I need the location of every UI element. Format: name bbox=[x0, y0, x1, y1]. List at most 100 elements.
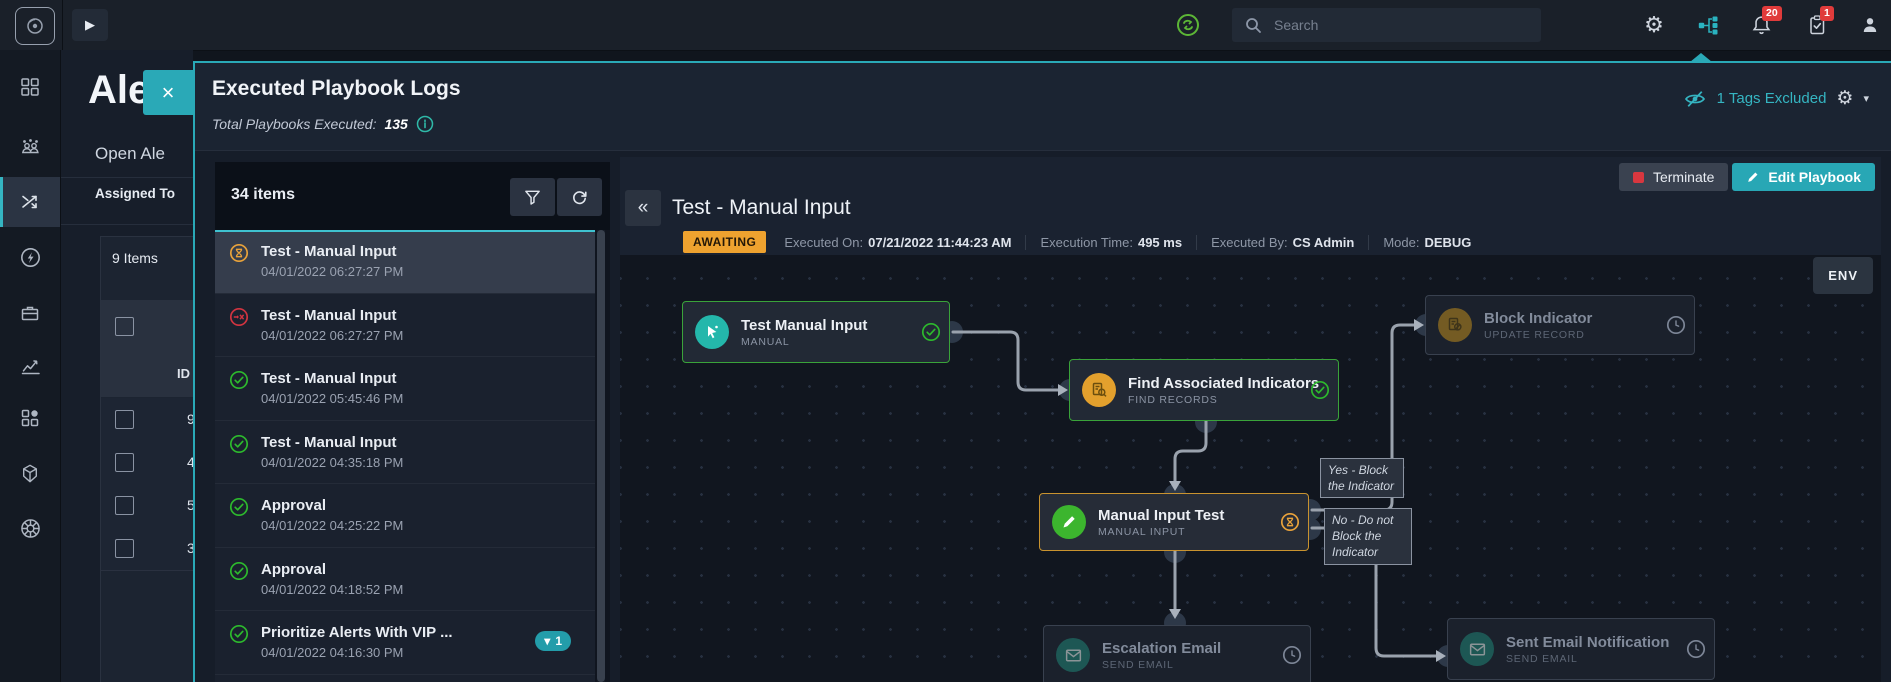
filter-button[interactable] bbox=[510, 178, 555, 216]
edit-playbook-button[interactable]: Edit Playbook bbox=[1732, 163, 1875, 191]
detail-executedon: Executed On:07/21/2022 11:44:23 AM bbox=[770, 235, 1025, 250]
terminate-button[interactable]: Terminate bbox=[1619, 163, 1728, 191]
node-type: MANUAL INPUT bbox=[1098, 526, 1224, 538]
node-title: Find Associated Indicators bbox=[1128, 374, 1319, 394]
users-icon bbox=[19, 136, 42, 158]
sidebar-item-teams[interactable] bbox=[0, 122, 60, 172]
total-playbooks-value: 135 bbox=[384, 116, 407, 132]
sidebar-item-settings-wheel[interactable] bbox=[0, 503, 60, 553]
close-icon: × bbox=[162, 80, 175, 106]
node-type: UPDATE RECORD bbox=[1484, 329, 1592, 341]
run-title: Test - Manual Input bbox=[261, 305, 403, 326]
flow-node-test-manual-input[interactable]: Test Manual InputMANUAL bbox=[682, 301, 950, 363]
sidebar-item-incident-response[interactable] bbox=[0, 177, 60, 227]
runs-scrollbar[interactable] bbox=[597, 230, 605, 682]
status-badge: AWAITING bbox=[683, 231, 766, 253]
flow-node-manual-input-test[interactable]: Manual Input TestMANUAL INPUT bbox=[1039, 493, 1309, 551]
playbook-flow-canvas[interactable]: Test Manual InputMANUAL Find Associated I… bbox=[620, 255, 1881, 682]
user-menu-button[interactable] bbox=[1850, 0, 1890, 50]
edit-playbook-label: Edit Playbook bbox=[1768, 169, 1861, 185]
chevron-down-icon: ▾ bbox=[544, 634, 550, 648]
run-title: Test - Manual Input bbox=[261, 432, 403, 453]
collapse-panel-button[interactable]: « bbox=[625, 190, 661, 226]
table-header bbox=[101, 300, 193, 397]
sidebar-item-widgets[interactable] bbox=[0, 393, 60, 443]
sync-status-icon[interactable] bbox=[1167, 0, 1209, 50]
env-button[interactable]: ENV bbox=[1813, 257, 1873, 294]
node-status-pending-icon bbox=[1686, 639, 1706, 659]
run-title: Test - Manual Input bbox=[261, 241, 403, 262]
flow-node-sent-email-notification[interactable]: Sent Email NotificationSEND EMAIL bbox=[1447, 618, 1715, 680]
runs-panel-header: 34 items bbox=[215, 162, 610, 230]
run-item[interactable]: Test - Manual Input04/01/2022 06:27:27 P… bbox=[215, 230, 595, 294]
run-item[interactable]: Test - Manual Input04/01/2022 05:45:46 P… bbox=[215, 357, 595, 421]
eye-off-icon[interactable] bbox=[1683, 90, 1707, 108]
executed-playbook-logs-modal: × Executed Playbook Logs Total Playbooks… bbox=[193, 61, 1891, 682]
mail-icon bbox=[1056, 638, 1090, 672]
node-type: MANUAL bbox=[741, 336, 867, 348]
total-playbooks-label: Total Playbooks Executed: bbox=[212, 116, 376, 132]
status-terminated-icon bbox=[229, 305, 249, 357]
chevron-down-icon[interactable]: ▾ bbox=[1863, 92, 1869, 105]
collapse-icon: « bbox=[638, 197, 649, 219]
status-success-icon bbox=[229, 432, 249, 484]
row-checkbox[interactable] bbox=[115, 410, 134, 429]
run-date: 04/01/2022 06:27:27 PM bbox=[261, 262, 403, 282]
run-item[interactable]: Approval04/01/2022 04:25:22 PM bbox=[215, 484, 595, 548]
run-title: Approval bbox=[261, 559, 403, 580]
alerts-page-background: Ale Open Ale Assigned To 9 Items ID 9453 bbox=[61, 50, 193, 682]
sidebar-item-dashboard[interactable] bbox=[0, 62, 60, 112]
run-title: Approval bbox=[261, 495, 403, 516]
flow-node-find-associated-indicators[interactable]: Find Associated IndicatorsFIND RECORDS bbox=[1069, 359, 1339, 421]
manual-icon bbox=[695, 315, 729, 349]
row-checkbox[interactable] bbox=[115, 496, 134, 515]
hierarchy-icon bbox=[1698, 16, 1720, 35]
row-checkbox[interactable] bbox=[115, 453, 134, 472]
widgets-icon bbox=[19, 407, 41, 429]
flow-node-escalation-email[interactable]: Escalation EmailSEND EMAIL bbox=[1043, 625, 1311, 682]
table-row: 5 bbox=[101, 484, 193, 528]
sidebar-item-automation[interactable] bbox=[0, 232, 60, 282]
sidebar-item-workspace[interactable] bbox=[0, 288, 60, 338]
id-column-header: ID bbox=[177, 366, 190, 381]
executed-runs-panel: 34 items Test - Manual Input04/01/2022 0… bbox=[215, 162, 610, 682]
info-icon[interactable] bbox=[416, 115, 434, 133]
cube-icon bbox=[19, 462, 41, 485]
modal-gear-icon[interactable]: ⚙ bbox=[1836, 89, 1853, 108]
status-success-icon bbox=[229, 368, 249, 420]
playbook-status-row: AWAITING Executed On:07/21/2022 11:44:23… bbox=[683, 231, 1485, 253]
detail-executedby: Executed By:CS Admin bbox=[1196, 235, 1368, 250]
topbar-divider bbox=[62, 0, 63, 50]
select-all-checkbox[interactable] bbox=[115, 317, 134, 336]
run-title: Prioritize Alerts With VIP ... bbox=[261, 622, 453, 643]
settings-gear-button[interactable]: ⚙ bbox=[1634, 0, 1674, 50]
lightning-icon bbox=[19, 246, 42, 269]
scrollbar-thumb[interactable] bbox=[597, 230, 605, 682]
tags-excluded-label[interactable]: 1 Tags Excluded bbox=[1717, 90, 1827, 107]
run-item[interactable]: Prioritize Alerts With VIP ...04/01/2022… bbox=[215, 611, 595, 675]
modal-title: Executed Playbook Logs bbox=[212, 77, 461, 101]
play-icon: ▶ bbox=[85, 17, 95, 33]
playbooks-nav-button[interactable] bbox=[1688, 0, 1730, 50]
runs-count: 34 items bbox=[231, 186, 295, 204]
run-date: 04/01/2022 06:27:27 PM bbox=[261, 326, 403, 346]
assigned-to-label: Assigned To bbox=[95, 186, 175, 201]
run-item[interactable]: Test - Manual Input04/01/2022 06:27:27 P… bbox=[215, 294, 595, 358]
node-title: Escalation Email bbox=[1102, 639, 1221, 659]
row-checkbox[interactable] bbox=[115, 539, 134, 558]
flow-node-block-indicator[interactable]: Block IndicatorUPDATE RECORD bbox=[1425, 295, 1695, 355]
run-badge[interactable]: ▾1 bbox=[535, 631, 571, 651]
node-status-pending-icon bbox=[1666, 315, 1686, 335]
shuffle-icon bbox=[19, 191, 42, 213]
search-input[interactable] bbox=[1272, 16, 1496, 34]
sidebar-item-resources[interactable] bbox=[0, 448, 60, 498]
run-item[interactable]: Test - Manual Input04/01/2022 04:35:18 P… bbox=[215, 421, 595, 485]
play-button[interactable]: ▶ bbox=[72, 9, 108, 41]
sidebar-item-reports[interactable] bbox=[0, 342, 60, 392]
run-item[interactable]: Approval04/01/2022 04:18:52 PM bbox=[215, 548, 595, 612]
app-logo[interactable] bbox=[15, 7, 55, 45]
table-row: 3 bbox=[101, 527, 193, 571]
refresh-button[interactable] bbox=[557, 178, 602, 216]
global-search[interactable] bbox=[1232, 8, 1541, 42]
close-modal-button[interactable]: × bbox=[143, 70, 193, 115]
